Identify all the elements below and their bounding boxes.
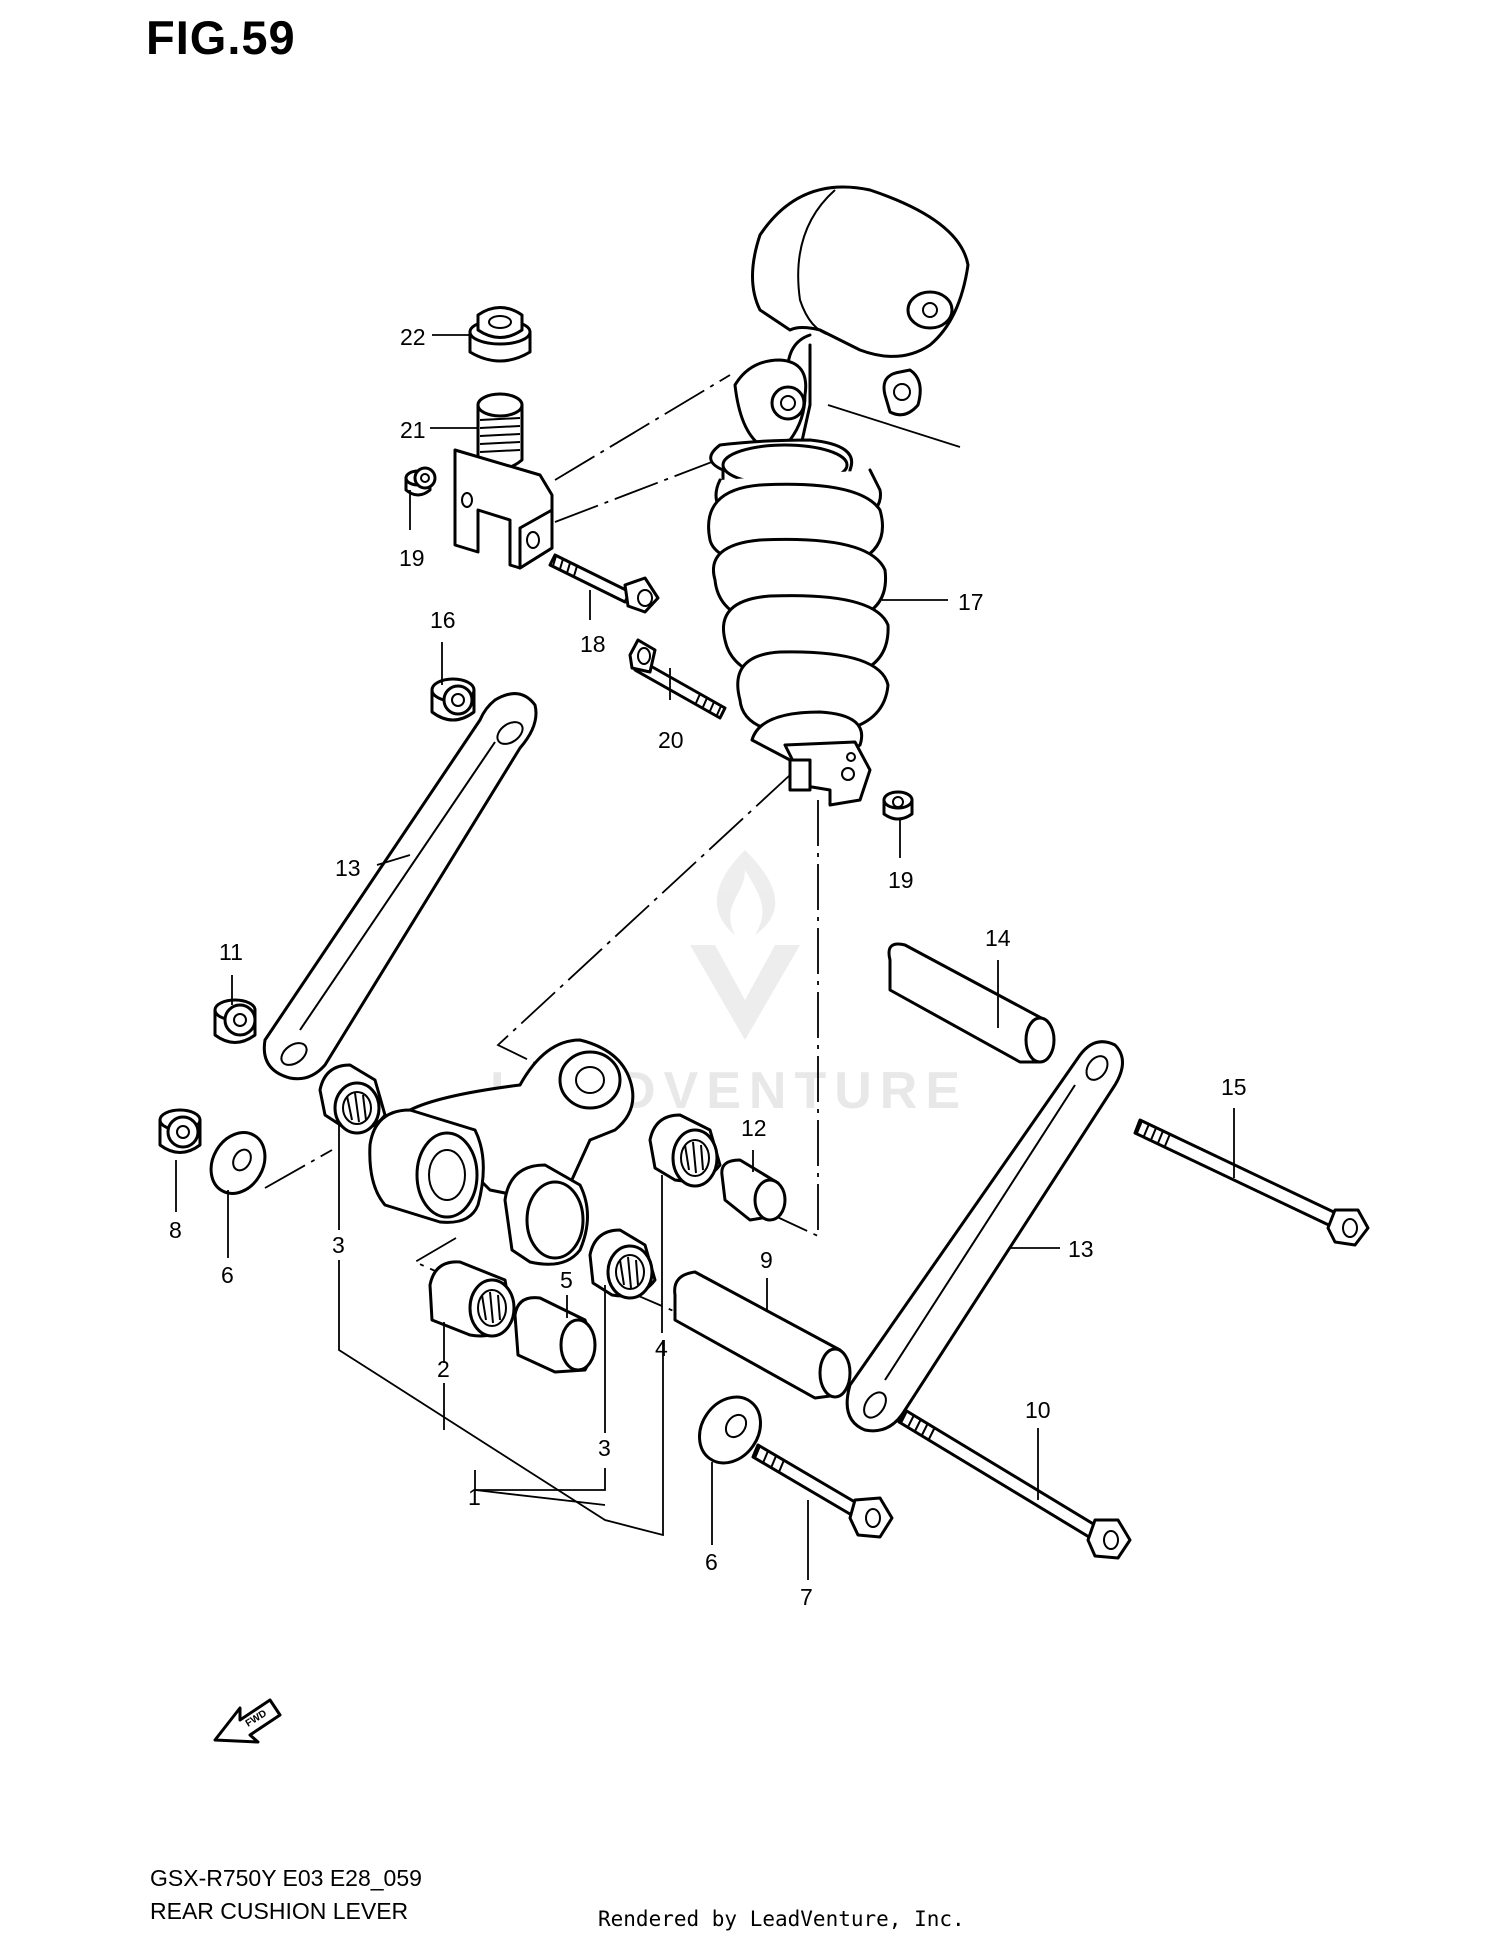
part-10-long-bolt[interactable] [897, 1408, 1132, 1560]
section-name: REAR CUSHION LEVER [150, 1898, 409, 1924]
figure-title: FIG.59 [146, 11, 296, 64]
callout-3-lower[interactable]: 3 [598, 1435, 611, 1461]
part-19-upper-nut[interactable] [404, 466, 437, 497]
callout-21[interactable]: 21 [400, 417, 426, 443]
callout-19-lower[interactable]: 19 [888, 867, 914, 893]
callout-6-lower[interactable]: 6 [705, 1549, 718, 1575]
callout-10[interactable]: 10 [1025, 1397, 1051, 1423]
part-6-lower-washer[interactable] [687, 1385, 773, 1474]
callout-2[interactable]: 2 [437, 1356, 450, 1382]
part-20-bolt[interactable] [628, 638, 727, 720]
callout-18[interactable]: 18 [580, 631, 606, 657]
part-12-spacer[interactable] [720, 1158, 787, 1222]
callout-13-right[interactable]: 13 [1068, 1236, 1094, 1262]
part-17-rear-shock[interactable] [707, 185, 970, 807]
callout-1[interactable]: 1 [468, 1484, 481, 1510]
callout-9[interactable]: 9 [760, 1247, 773, 1273]
part-9-sleeve[interactable] [673, 1270, 852, 1400]
part-2-bearing[interactable] [428, 1260, 516, 1338]
callout-14[interactable]: 14 [985, 925, 1011, 951]
rendered-by-credit: Rendered by LeadVenture, Inc. [598, 1907, 965, 1931]
part-13-right-link-rod[interactable] [845, 1040, 1124, 1433]
callout-20[interactable]: 20 [658, 727, 684, 753]
callout-6-left[interactable]: 6 [221, 1262, 234, 1288]
callout-17[interactable]: 17 [958, 589, 984, 615]
callout-15[interactable]: 15 [1221, 1074, 1247, 1100]
callout-leader-lines [175, 334, 1235, 1580]
model-code: GSX-R750Y E03 E28_059 [150, 1865, 422, 1891]
part-7-bolt[interactable] [751, 1443, 894, 1539]
fwd-arrow-icon: FWD [213, 1698, 282, 1744]
part-11-nut[interactable] [213, 998, 257, 1044]
callout-19-upper[interactable]: 19 [399, 545, 425, 571]
callout-11[interactable]: 11 [219, 939, 243, 965]
part-1-cushion-lever[interactable] [368, 1038, 635, 1266]
callout-12[interactable]: 12 [741, 1115, 767, 1141]
part-19-lower-nut[interactable] [882, 790, 914, 821]
part-3-upper-bearing[interactable] [318, 1063, 387, 1135]
part-22-flange-nut[interactable] [468, 306, 532, 363]
part-3-lower-bearing[interactable] [588, 1228, 657, 1300]
callout-16[interactable]: 16 [430, 607, 456, 633]
part-14-sleeve[interactable] [887, 942, 1056, 1064]
callout-7[interactable]: 7 [800, 1584, 813, 1610]
part-5-spacer[interactable] [513, 1296, 597, 1374]
callout-13-left[interactable]: 13 [335, 855, 361, 881]
callout-3-upper[interactable]: 3 [332, 1232, 345, 1258]
callout-numbers: 22 21 19 18 16 20 17 19 13 11 14 15 12 8… [169, 324, 1247, 1610]
part-6-left-washer[interactable] [200, 1123, 275, 1203]
part-13-left-link-rod[interactable] [262, 692, 538, 1081]
part-16-nut[interactable] [430, 677, 476, 722]
callout-22[interactable]: 22 [400, 324, 426, 350]
part-4-bearing[interactable] [648, 1113, 722, 1188]
callout-4[interactable]: 4 [655, 1335, 668, 1361]
part-21-upper-bracket[interactable] [453, 392, 554, 570]
callout-8[interactable]: 8 [169, 1217, 182, 1243]
part-18-bolt[interactable] [548, 553, 660, 614]
part-8-nut[interactable] [158, 1108, 202, 1154]
callout-5[interactable]: 5 [560, 1267, 573, 1293]
part-15-long-bolt[interactable] [1133, 1118, 1370, 1247]
